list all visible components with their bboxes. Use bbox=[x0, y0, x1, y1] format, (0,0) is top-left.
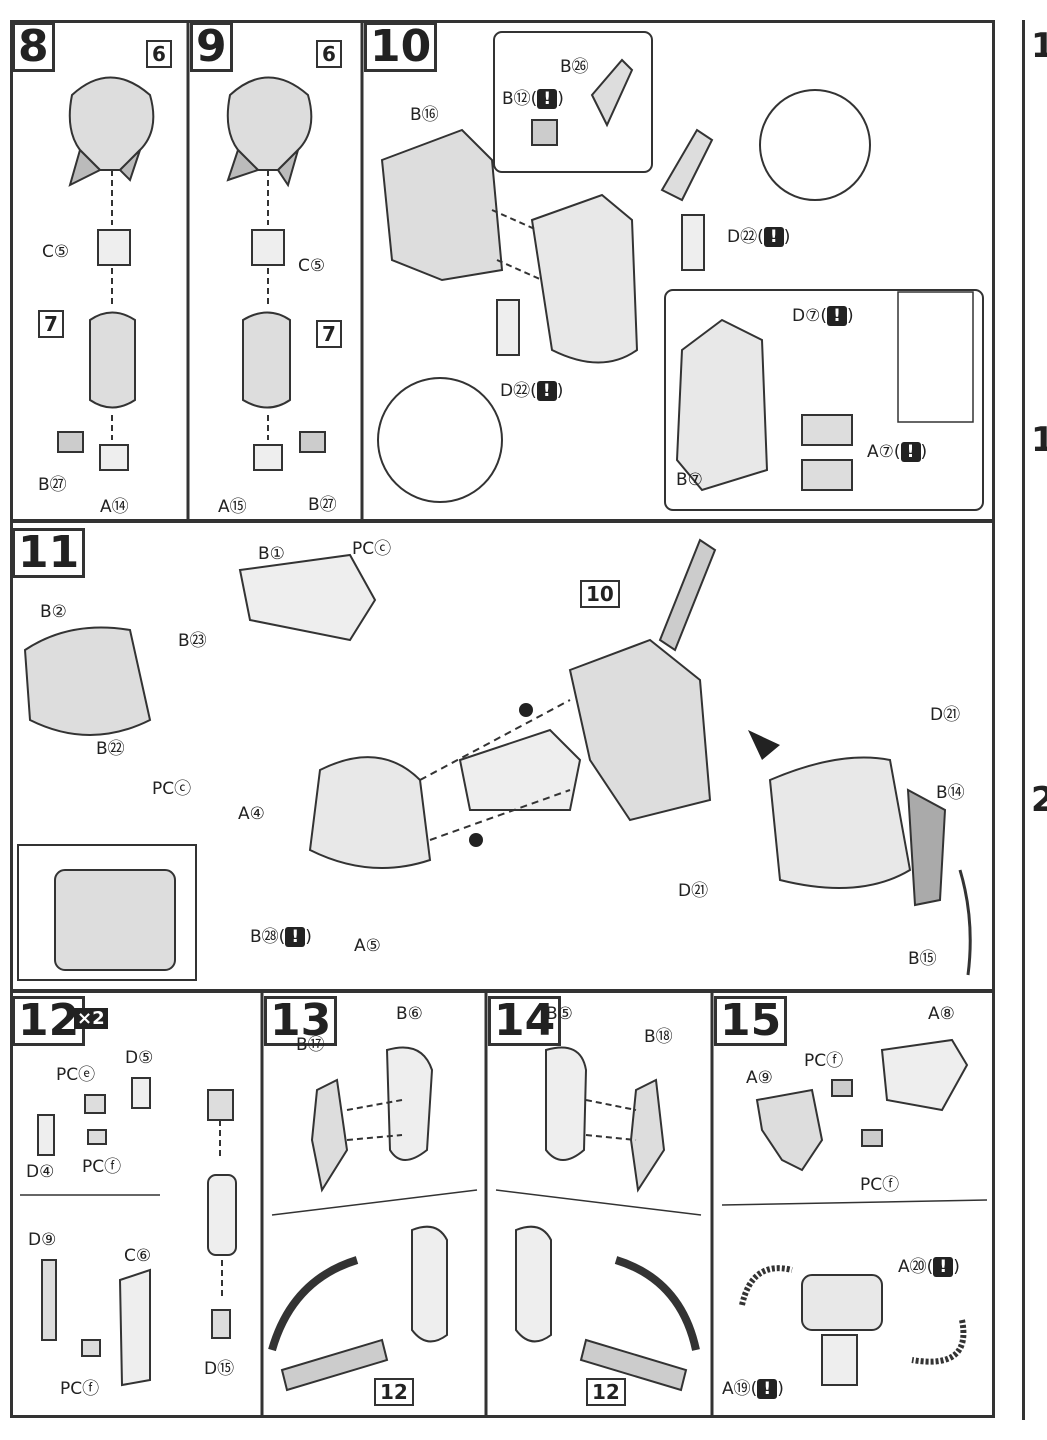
step-9: 9 6 7 C⑤ A⑮ B㉗ bbox=[188, 20, 362, 520]
part-label: B㉒ bbox=[96, 739, 125, 759]
part-label: A⑮ bbox=[218, 497, 247, 517]
part-label: PCⓕ bbox=[804, 1051, 844, 1071]
partial-step-number: 1 bbox=[1031, 420, 1047, 460]
step-number: 12 bbox=[12, 996, 86, 1046]
step-12-illustration bbox=[20, 1077, 237, 1387]
warning-icon: ! bbox=[757, 1379, 778, 1399]
part-label: B⑯ bbox=[410, 105, 439, 125]
step-8: 8 6 7 C⑤ B㉗ A⑭ bbox=[10, 20, 188, 520]
part-label: D⑨ bbox=[28, 1230, 57, 1250]
partial-step-number: 1 bbox=[1031, 26, 1047, 66]
part-label: PCⓒ bbox=[152, 779, 192, 799]
part-label: A⑳(!) bbox=[898, 1257, 960, 1277]
step-12: 12 ×2 PCⓔ D⑤ D④ PCⓕ D⑨ C⑥ PCⓕ D⑮ bbox=[10, 990, 262, 1418]
ref-part-10: 10 bbox=[580, 580, 620, 608]
step-10-illustration bbox=[380, 58, 853, 492]
part-label: B㉓ bbox=[178, 631, 207, 651]
warning-icon: ! bbox=[536, 381, 557, 401]
next-page-strip: 1 1 2 bbox=[1022, 20, 1047, 1420]
part-label: PCⓕ bbox=[860, 1175, 900, 1195]
warning-icon: ! bbox=[933, 1257, 954, 1277]
warning-icon: ! bbox=[285, 927, 306, 947]
part-label: C⑥ bbox=[124, 1246, 152, 1266]
part-label: A⑲(!) bbox=[722, 1379, 784, 1399]
ref-part-7: 7 bbox=[38, 310, 64, 338]
part-label: PCⓒ bbox=[352, 539, 392, 559]
part-label: D⑮ bbox=[204, 1359, 235, 1379]
part-label: A⑨ bbox=[746, 1068, 773, 1088]
part-label: D㉒(!) bbox=[500, 381, 564, 401]
step-14: 14 12 B⑤ B⑱ bbox=[486, 990, 712, 1418]
step-11: 11 10 B① PCⓒ B② B㉓ B㉒ PCⓒ A④ B㉘(!) A⑤ D㉑… bbox=[10, 520, 995, 990]
part-label: B⑦ bbox=[676, 470, 703, 490]
partial-step-number: 2 bbox=[1031, 780, 1047, 820]
step-13-illustration bbox=[268, 1046, 478, 1392]
part-label: D㉒(!) bbox=[727, 227, 791, 247]
part-label: D㉑ bbox=[930, 705, 961, 725]
part-label: D⑤ bbox=[125, 1048, 154, 1068]
step-15: 15 A⑧ PCⓕ A⑨ PCⓕ A⑳(!) A⑲(!) bbox=[712, 990, 995, 1418]
part-label: A⑤ bbox=[354, 936, 381, 956]
step-number: 14 bbox=[488, 996, 562, 1046]
part-label: B② bbox=[40, 602, 67, 622]
part-label: A⑦(!) bbox=[867, 442, 928, 462]
part-label: B㉘(!) bbox=[250, 927, 312, 947]
step-number: 11 bbox=[12, 528, 86, 578]
step-15-illustration bbox=[721, 1038, 988, 1386]
step-number: 8 bbox=[12, 22, 55, 72]
part-label: C⑤ bbox=[42, 242, 70, 262]
part-label: B⑱ bbox=[644, 1027, 673, 1047]
warning-icon: ! bbox=[826, 306, 847, 326]
step-number: 15 bbox=[714, 996, 788, 1046]
step-13: 13 12 B⑥ B⑰ bbox=[262, 990, 486, 1418]
part-label: B㉗ bbox=[38, 475, 67, 495]
warning-icon: ! bbox=[537, 89, 558, 109]
part-label: B⑥ bbox=[396, 1004, 423, 1024]
part-label: A④ bbox=[238, 804, 265, 824]
part-label: B㉖ bbox=[560, 57, 589, 77]
ref-part-6: 6 bbox=[146, 40, 172, 68]
part-label: D㉑ bbox=[678, 881, 709, 901]
ref-part-12: 12 bbox=[374, 1378, 414, 1406]
step-number: 9 bbox=[190, 22, 233, 72]
part-label: D⑦(!) bbox=[792, 306, 854, 326]
part-label: A⑭ bbox=[100, 497, 129, 517]
part-label: B⑫(!) bbox=[502, 89, 564, 109]
step-number: 10 bbox=[364, 22, 438, 72]
step-10: 10 B㉖ B⑫(!) B⑯ D㉒(!) D⑦(!) D㉒(!) A⑦(!) B… bbox=[362, 20, 995, 520]
part-label: B⑰ bbox=[296, 1035, 325, 1055]
part-label: B㉗ bbox=[308, 495, 337, 515]
part-label: A⑧ bbox=[928, 1004, 955, 1024]
part-label: B⑤ bbox=[546, 1004, 573, 1024]
part-label: B⑮ bbox=[908, 949, 937, 969]
step-8-illustration bbox=[57, 76, 155, 471]
part-label: PCⓕ bbox=[82, 1157, 122, 1177]
step-11-illustration bbox=[23, 538, 972, 976]
step-14-illustration bbox=[495, 1046, 702, 1392]
step-9-illustration bbox=[226, 76, 326, 471]
step-number: 13 bbox=[264, 996, 338, 1046]
quantity-badge: ×2 bbox=[74, 1008, 108, 1029]
ref-part-7: 7 bbox=[316, 320, 342, 348]
part-label: B⑭ bbox=[936, 783, 965, 803]
part-label: PCⓔ bbox=[56, 1065, 96, 1085]
warning-icon: ! bbox=[763, 227, 784, 247]
ref-part-6: 6 bbox=[316, 40, 342, 68]
part-label: PCⓕ bbox=[60, 1379, 100, 1399]
warning-icon: ! bbox=[900, 442, 921, 462]
part-label: C⑤ bbox=[298, 256, 326, 276]
part-label: B① bbox=[258, 544, 285, 564]
part-label: D④ bbox=[26, 1162, 55, 1182]
ref-part-12: 12 bbox=[586, 1378, 626, 1406]
